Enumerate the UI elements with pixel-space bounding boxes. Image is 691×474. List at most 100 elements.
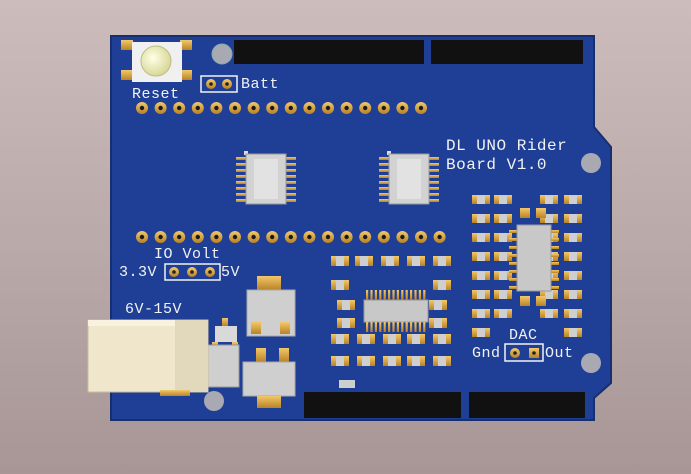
batt-pads — [200, 75, 238, 93]
io-volt-label: IO Volt — [154, 246, 221, 263]
smd-passive — [472, 309, 490, 318]
header-pin — [415, 231, 427, 243]
header-pin — [210, 102, 223, 114]
header-pin — [247, 231, 260, 243]
header-pin — [154, 102, 167, 114]
smd-passive — [564, 195, 582, 204]
smd-passive — [331, 256, 349, 266]
smd-passive — [331, 280, 349, 290]
header-pin — [322, 231, 334, 243]
bottom-header-left — [304, 392, 461, 418]
header-pin — [266, 102, 279, 114]
smd-passive — [564, 214, 582, 223]
pin-row-top — [136, 102, 427, 114]
header-pin — [136, 102, 148, 114]
smd-passive — [472, 195, 490, 204]
smd-component-cluster — [331, 256, 451, 366]
header-pin — [340, 231, 353, 243]
smd-passive — [540, 195, 558, 204]
header-pin — [136, 231, 148, 243]
header-pin — [229, 231, 241, 243]
header-pin — [396, 102, 409, 114]
soic-chip-left — [236, 151, 296, 205]
smd-passive — [337, 300, 355, 310]
header-pin — [303, 102, 316, 114]
header-pin — [377, 231, 390, 243]
smd-passive — [564, 271, 582, 280]
smd-passive — [494, 233, 512, 242]
io-volt-3v3-label: 3.3V — [119, 264, 158, 281]
smd-passive — [472, 271, 490, 280]
smd-passive — [357, 334, 375, 344]
io-volt-5v-label: 5V — [221, 264, 241, 281]
header-pin — [415, 102, 427, 114]
smd-passive — [433, 334, 451, 344]
smd-passive — [407, 356, 425, 366]
smd-passive — [383, 356, 401, 366]
mounting-hole — [581, 153, 601, 173]
smd-passive — [355, 256, 373, 266]
pcb-outline — [110, 35, 612, 421]
smd-passive — [472, 328, 490, 337]
header-pin — [173, 102, 186, 114]
reset-label: Reset — [132, 86, 180, 103]
smd-passive — [472, 290, 490, 299]
voltage-regulator — [242, 276, 296, 408]
header-pin — [247, 102, 260, 114]
header-pin — [303, 231, 316, 243]
smd-passive — [381, 256, 399, 266]
smd-passive — [433, 356, 451, 366]
io-volt-jumper[interactable] — [164, 263, 221, 281]
smd-passive — [407, 256, 425, 266]
dac-gnd-label: Gnd — [472, 345, 501, 362]
smd-passive — [564, 309, 582, 318]
smd-passive — [472, 214, 490, 223]
header-pin — [191, 231, 204, 243]
smd-passive — [494, 309, 512, 318]
pin-row-middle — [136, 231, 446, 243]
smd-passive — [429, 300, 447, 310]
header-pin — [173, 231, 186, 243]
header-pin — [191, 102, 204, 114]
barrel-jack-icon — [87, 319, 209, 396]
mounting-hole — [204, 391, 224, 411]
header-pin — [154, 231, 167, 243]
mounting-hole — [581, 353, 601, 373]
smd-passive — [540, 290, 558, 299]
smd-dac-cluster — [472, 195, 582, 337]
smd-passive — [494, 271, 512, 280]
board-title-line1: DL UNO Rider — [446, 137, 568, 155]
electrolytic-capacitor — [206, 344, 240, 388]
header-pin — [284, 102, 297, 114]
smd-passive — [564, 328, 582, 337]
top-header-left — [234, 40, 424, 64]
smd-passive — [429, 318, 447, 328]
bottom-header-right — [469, 392, 585, 418]
smd-passive — [494, 290, 512, 299]
smd-passive — [564, 252, 582, 261]
smd-passive — [331, 356, 349, 366]
smd-passive — [433, 280, 451, 290]
header-pin — [284, 231, 297, 243]
top-header-right — [431, 40, 583, 64]
header-pin — [377, 102, 390, 114]
mounting-hole — [211, 43, 233, 65]
tactile-switch-icon[interactable] — [121, 40, 192, 82]
header-pin — [359, 102, 372, 114]
soic-chip-right — [379, 151, 439, 205]
header-pin — [396, 231, 409, 243]
header-pin — [340, 102, 353, 114]
header-pin — [266, 231, 279, 243]
smd-passive — [472, 252, 490, 261]
header-pin — [322, 102, 334, 114]
smd-passive — [564, 233, 582, 242]
smd-passive — [337, 318, 355, 328]
smd-passive — [383, 334, 401, 344]
smd-passive — [331, 334, 349, 344]
dac-chip — [516, 224, 552, 292]
smd-passive — [540, 309, 558, 318]
header-pin — [359, 231, 372, 243]
dac-output-pads[interactable] — [504, 343, 544, 362]
smd-passive — [357, 356, 375, 366]
smd-passive — [472, 233, 490, 242]
